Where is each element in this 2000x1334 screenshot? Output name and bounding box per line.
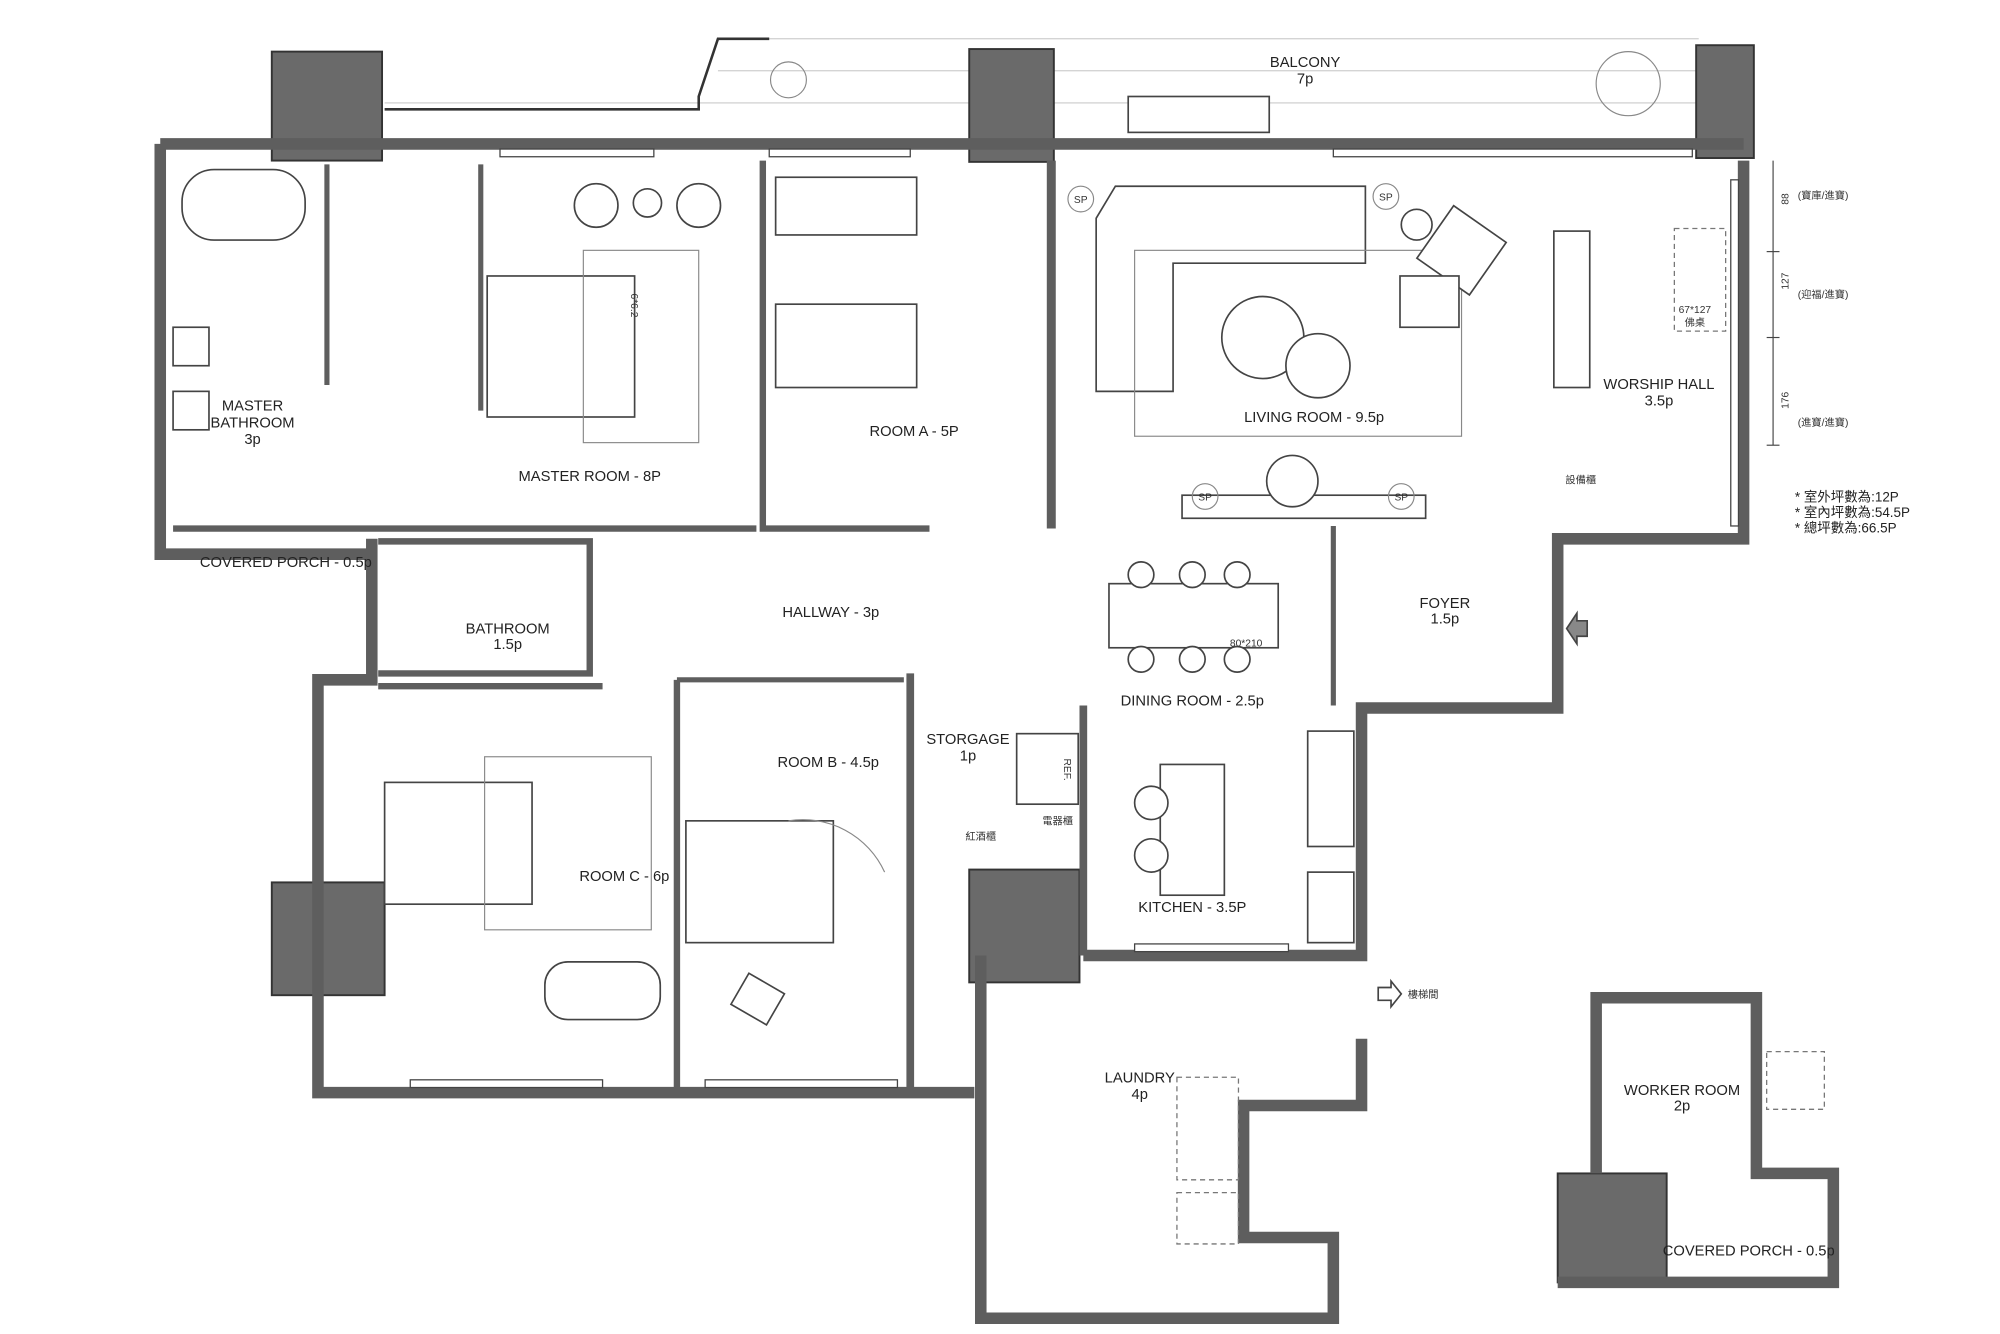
hallway-label: HALLWAY - 3p bbox=[782, 605, 879, 621]
speaker-label: SP bbox=[1379, 192, 1393, 203]
dimension-note: (寶庫/進寶) bbox=[1798, 189, 1849, 202]
bathtub bbox=[181, 168, 306, 241]
plant-icon bbox=[1595, 51, 1661, 117]
dimension-note: (迎福/進寶) bbox=[1798, 288, 1849, 301]
walls bbox=[154, 138, 1840, 1325]
laundry-label: LAUNDRY bbox=[1105, 1070, 1175, 1086]
foyer-size: 1.5p bbox=[1431, 611, 1460, 627]
altar-size: 67*127 bbox=[1679, 305, 1712, 316]
kitchen-label: KITCHEN - 3.5P bbox=[1138, 900, 1246, 916]
stairwell-label: 樓梯間 bbox=[1408, 988, 1439, 1001]
room-a-label: ROOM A - 5P bbox=[869, 424, 958, 440]
furniture bbox=[172, 168, 1825, 1245]
speakers: SP SP SP SP bbox=[1067, 183, 1415, 510]
sofa bbox=[1095, 185, 1367, 393]
equipment-cabinet-label: 設備櫃 bbox=[1565, 474, 1596, 487]
dining-table bbox=[1108, 582, 1280, 649]
plant-icon bbox=[769, 61, 807, 99]
dimension-value: 176 bbox=[1780, 391, 1791, 408]
master-bathroom-label-1: MASTER bbox=[222, 399, 283, 415]
dimension-line: 88 (寶庫/進寶) 127 (迎福/進寶) 176 (進寶/進寶) bbox=[1766, 160, 1849, 446]
bed-size: 6*6.2 bbox=[628, 293, 639, 317]
dimension-note: (進寶/進寶) bbox=[1798, 416, 1849, 429]
dimension-value: 127 bbox=[1780, 272, 1791, 289]
storage-label: STORGAGE bbox=[926, 732, 1009, 748]
speaker-label: SP bbox=[1074, 195, 1088, 206]
storage-size: 1p bbox=[960, 749, 976, 765]
stairwell-arrow-icon bbox=[1377, 978, 1403, 1010]
balcony-deck bbox=[384, 37, 1699, 134]
laundry-size: 4p bbox=[1132, 1087, 1148, 1103]
master-bathroom-size: 3p bbox=[244, 432, 260, 448]
master-bathroom-label-2: BATHROOM bbox=[211, 415, 295, 431]
bed-a1 bbox=[774, 176, 918, 236]
master-room-label: MASTER ROOM - 8P bbox=[519, 469, 662, 485]
outdoor-area-note: * 室外坪數為:12P bbox=[1795, 489, 1899, 505]
wine-cabinet-label: 紅酒櫃 bbox=[965, 830, 996, 843]
total-area-note: * 總坪數為:66.5P bbox=[1795, 519, 1897, 535]
bathroom-label: BATHROOM bbox=[466, 622, 550, 638]
living-room-label: LIVING ROOM - 9.5p bbox=[1244, 410, 1384, 426]
area-summary: * 室外坪數為:12P * 室內坪數為:54.5P * 總坪數為:66.5P bbox=[1795, 489, 1910, 536]
entrance-arrow-icon bbox=[1565, 610, 1589, 647]
dining-room-label: DINING ROOM - 2.5p bbox=[1121, 693, 1264, 709]
bed-a2 bbox=[774, 303, 918, 389]
altar-label: 佛桌 bbox=[1685, 316, 1706, 329]
dimension-value: 88 bbox=[1780, 193, 1791, 205]
room-c-label: ROOM C - 6p bbox=[579, 869, 669, 885]
worker-room-label: WORKER ROOM bbox=[1624, 1083, 1740, 1099]
kitchen-island bbox=[1159, 763, 1226, 897]
windows bbox=[409, 148, 1740, 1089]
refrigerator bbox=[1015, 732, 1080, 806]
bathroom-size: 1.5p bbox=[493, 637, 522, 653]
indoor-area-note: * 室內坪數為:54.5P bbox=[1795, 504, 1910, 520]
bed-b bbox=[685, 820, 835, 944]
cabinet bbox=[1553, 230, 1591, 389]
bed-c bbox=[383, 781, 533, 906]
balcony-label: BALCONY bbox=[1270, 55, 1341, 71]
daybed bbox=[544, 961, 662, 1021]
dining-table-size: 80*210 bbox=[1230, 638, 1263, 649]
altar bbox=[1673, 227, 1727, 332]
covered-porch-label: COVERED PORCH - 0.5p bbox=[200, 555, 372, 571]
worker-room-size: 2p bbox=[1674, 1099, 1690, 1115]
worship-hall-size: 3.5p bbox=[1645, 393, 1674, 409]
master-bed bbox=[486, 275, 636, 418]
worker-porch-label: COVERED PORCH - 0.5p bbox=[1663, 1243, 1835, 1259]
stove bbox=[1306, 871, 1355, 944]
speaker-label: SP bbox=[1198, 492, 1212, 503]
worship-hall-label: WORSHIP HALL bbox=[1603, 377, 1714, 393]
balcony-size: 7p bbox=[1297, 72, 1313, 88]
speaker-label: SP bbox=[1394, 492, 1408, 503]
appliance-cabinet-label: 電器櫃 bbox=[1042, 815, 1073, 828]
refrigerator-label: REF. bbox=[1061, 758, 1072, 780]
foyer-label: FOYER bbox=[1419, 596, 1470, 612]
room-b-label: ROOM B - 4.5p bbox=[777, 755, 879, 771]
